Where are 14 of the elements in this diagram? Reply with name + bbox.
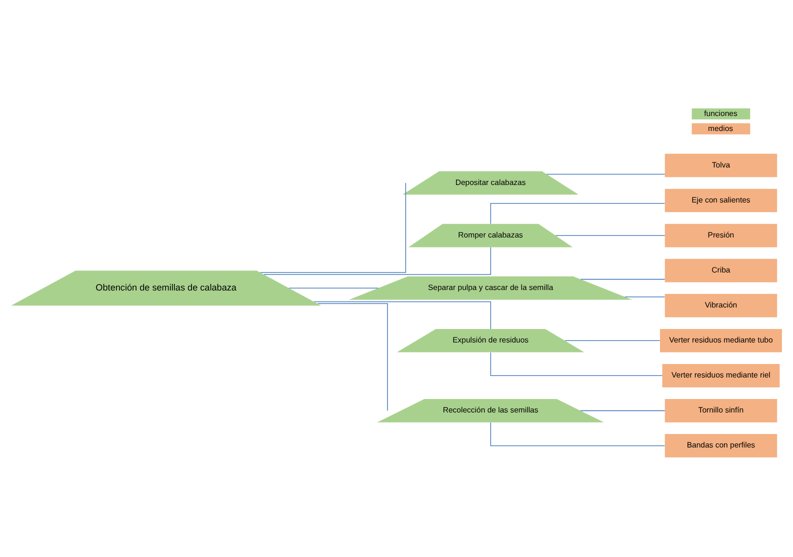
connector	[490, 422, 666, 446]
connector	[264, 246, 492, 274]
connector	[580, 410, 666, 411]
connector	[564, 340, 660, 341]
connector	[314, 300, 492, 329]
connector	[260, 182, 406, 272]
connector	[317, 302, 388, 410]
connector	[546, 173, 666, 174]
connector	[580, 278, 666, 280]
connector	[490, 202, 666, 224]
connector	[490, 352, 663, 376]
connector	[555, 234, 666, 236]
connector	[624, 296, 666, 297]
connector	[288, 287, 379, 288]
